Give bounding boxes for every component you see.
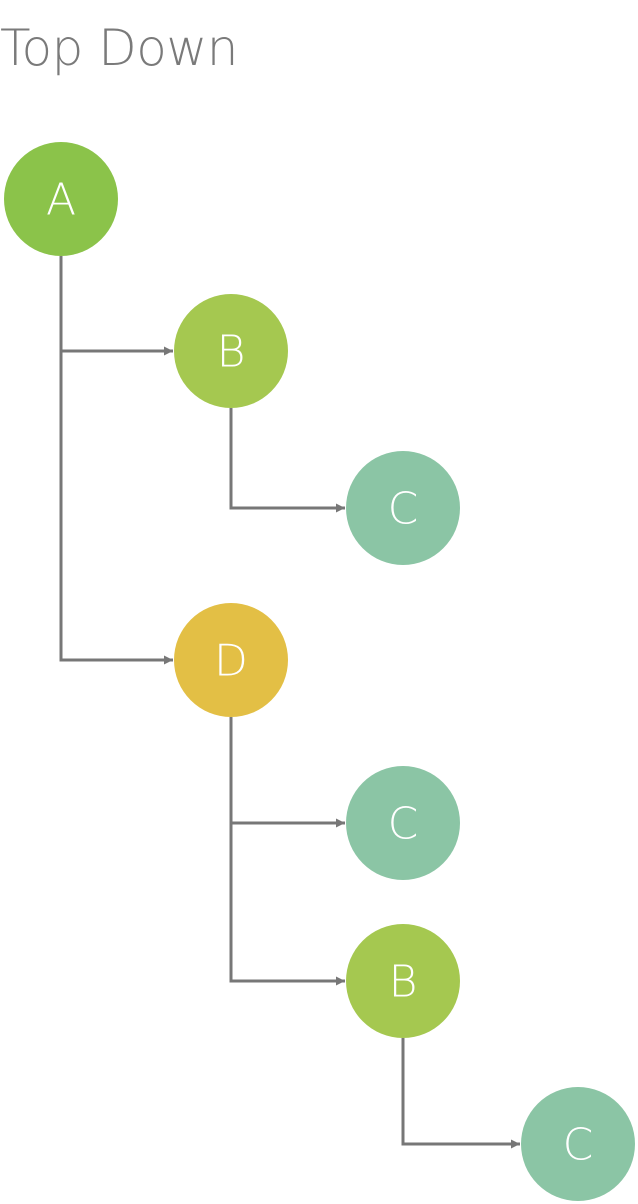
node-circle [4, 142, 118, 256]
node-label: B [389, 957, 418, 1008]
node-label: A [46, 175, 76, 226]
node-d: D [174, 603, 288, 717]
node-circle [174, 294, 288, 408]
edge-d-to-b [229, 717, 345, 986]
edge-a-to-d [59, 256, 173, 665]
node-c: C [346, 451, 460, 565]
node-label: D [214, 636, 248, 687]
edge-b-to-c [229, 408, 345, 513]
node-label: C [388, 799, 419, 850]
node-circle [346, 924, 460, 1038]
node-circle [346, 451, 460, 565]
node-c: C [521, 1087, 635, 1201]
node-a: A [4, 142, 118, 256]
node-label: C [563, 1120, 594, 1171]
node-label: C [388, 484, 419, 535]
node-circle [174, 603, 288, 717]
node-circle [346, 766, 460, 880]
edge-a-to-b [59, 256, 173, 356]
node-c: C [346, 766, 460, 880]
node-layer: A B C D C B C [4, 142, 635, 1201]
page-title: Top Down [0, 19, 238, 77]
node-b: B [346, 924, 460, 1038]
node-circle [521, 1087, 635, 1201]
node-b: B [174, 294, 288, 408]
edge-d-to-c [229, 717, 345, 828]
connector-layer [59, 256, 520, 1149]
edge-b-to-c [401, 1038, 520, 1149]
node-label: B [217, 327, 246, 378]
